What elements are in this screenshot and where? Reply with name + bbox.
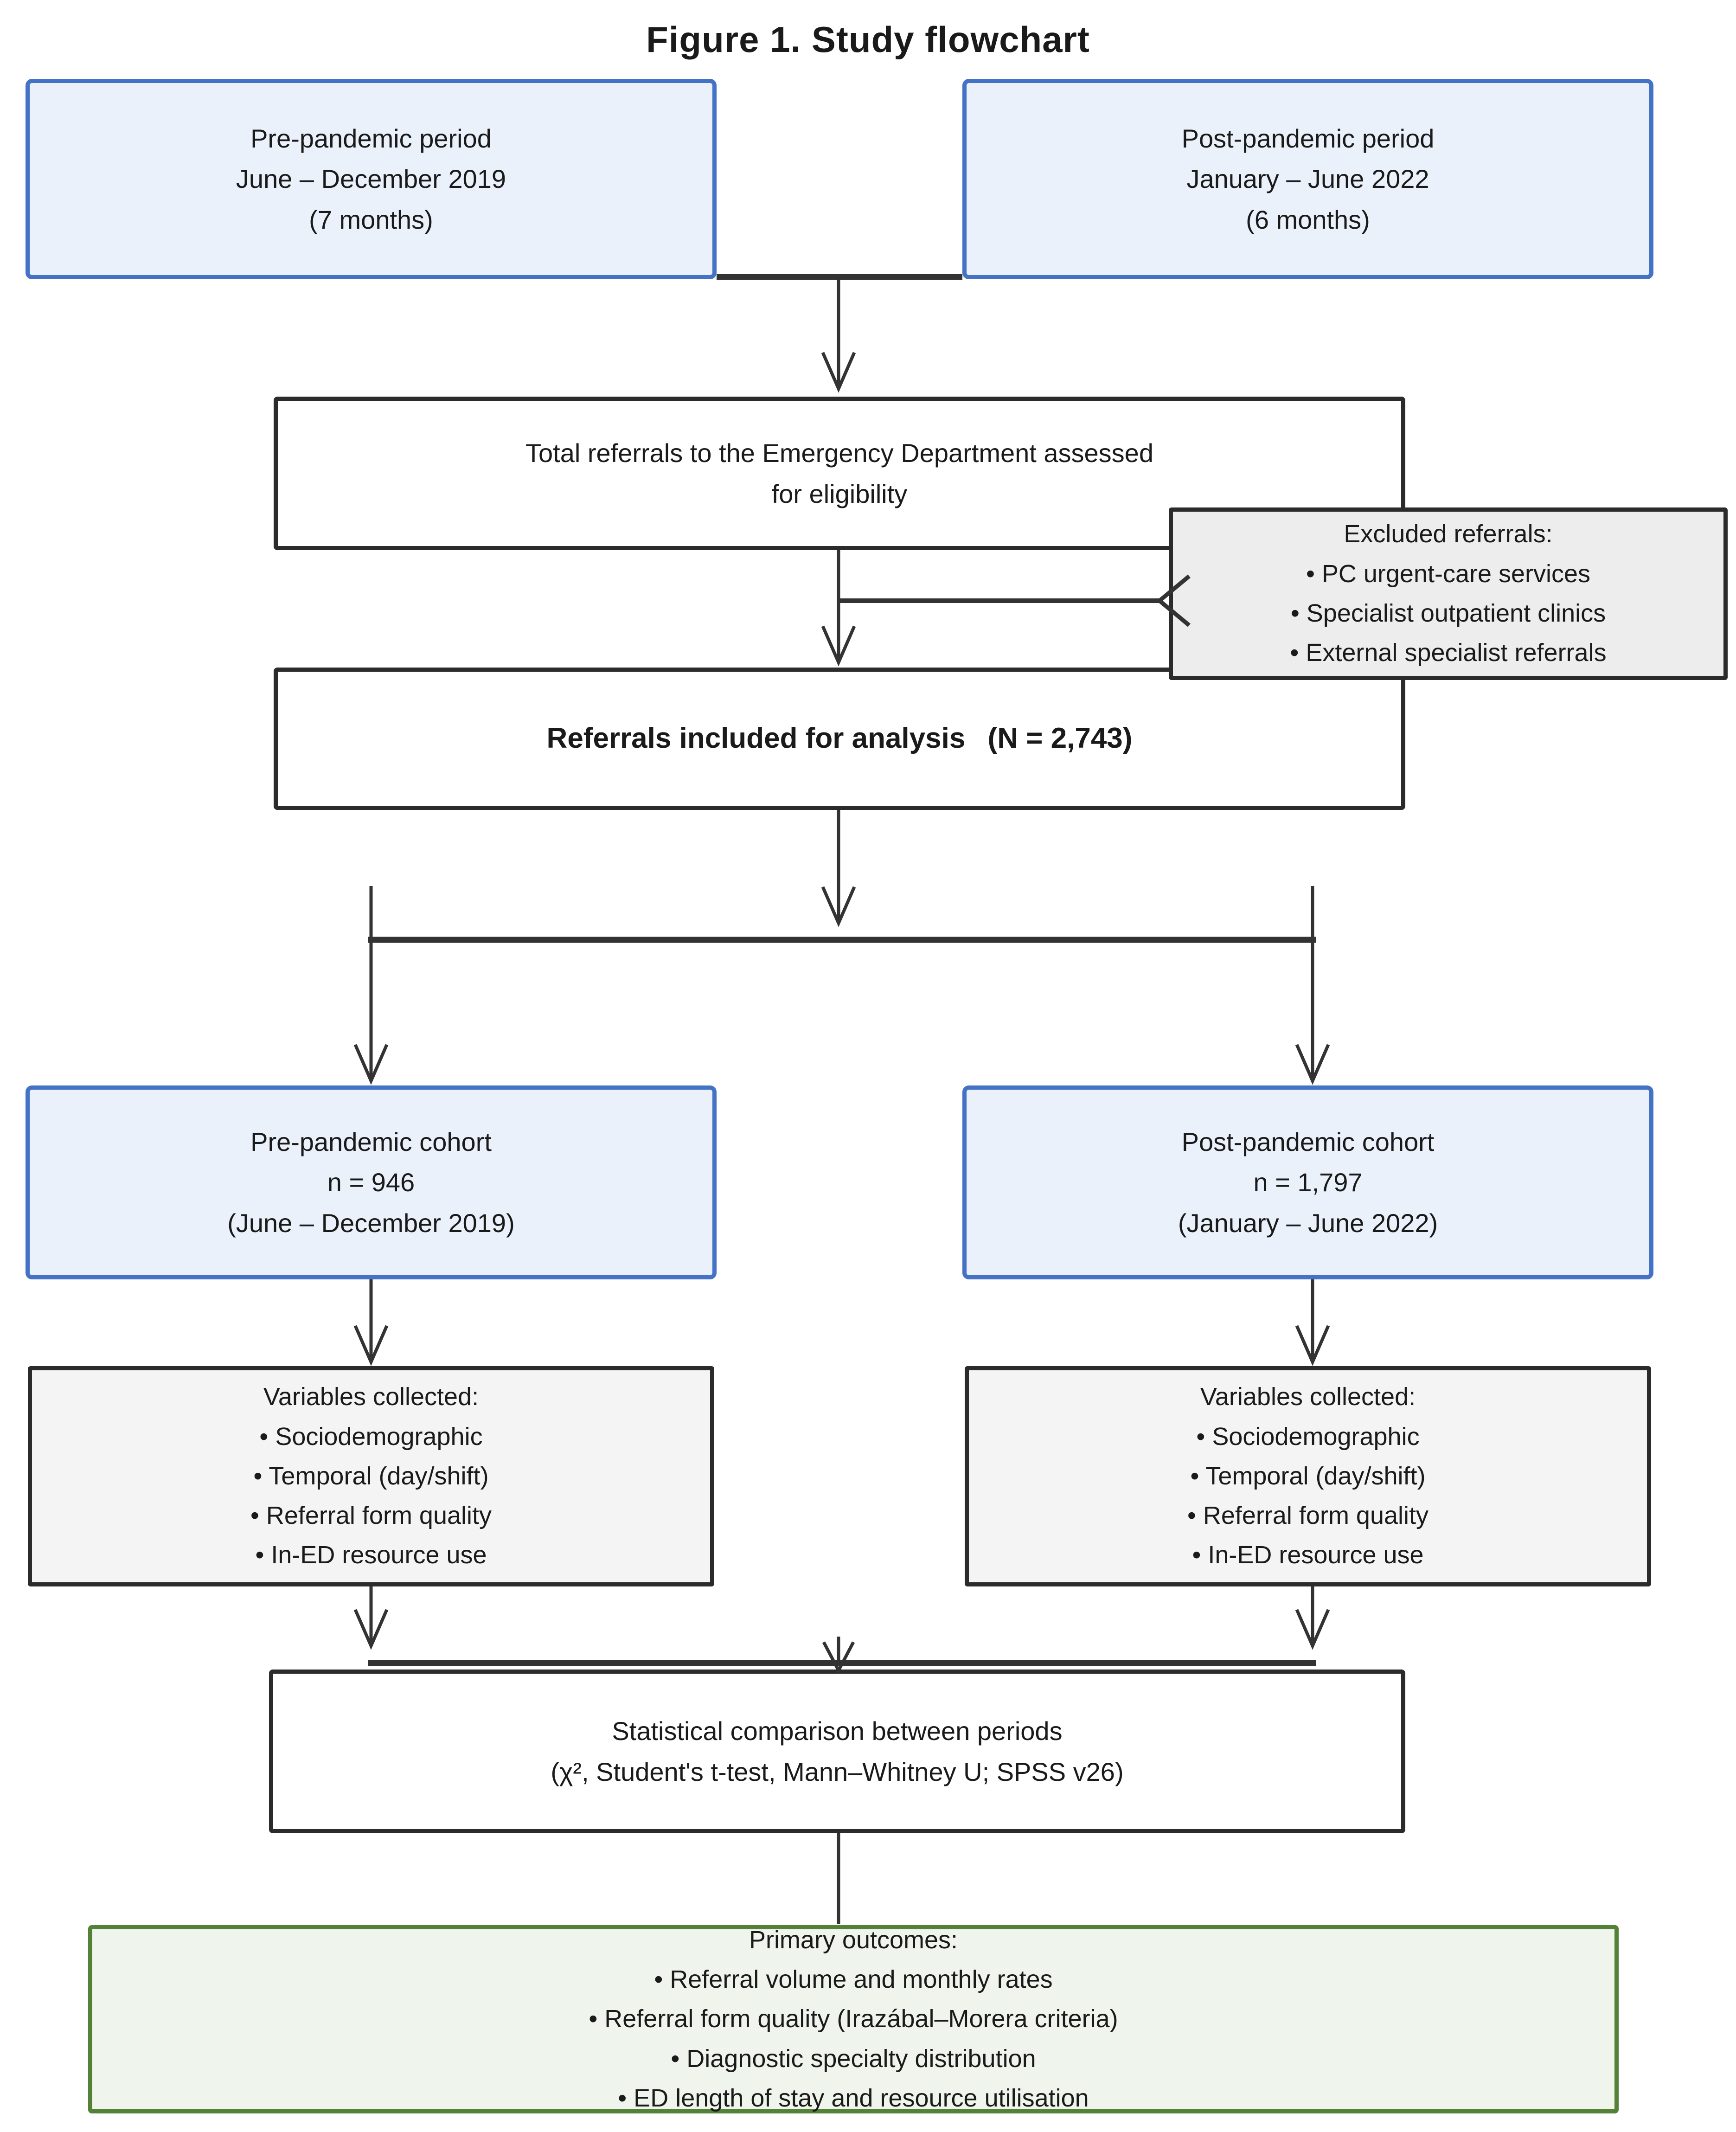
cohort-dates: (January – June 2022) [1178,1208,1438,1238]
period-duration: (6 months) [1246,205,1370,234]
arrowhead-down-icon [821,352,856,393]
total-referrals-line: for eligibility [771,479,908,508]
period-name: Pre-pandemic period [250,123,492,153]
included-referrals-box: Referrals included for analysis (N = 2,7… [274,668,1405,810]
variables-title: Variables collected: [1200,1383,1416,1411]
excluded-item: • Specialist outpatient clinics [1290,599,1606,627]
arrowhead-down-icon [822,1641,855,1674]
total-referrals-box: Total referrals to the Emergency Departm… [274,397,1405,550]
cohort-n: n = 946 [327,1168,415,1197]
variables-item: • Temporal (day/shift) [253,1462,489,1490]
variables-collected-left-box: Variables collected: • Sociodemographic … [28,1366,714,1586]
arrowhead-down-icon [353,1609,389,1650]
excluded-item: • PC urgent-care services [1306,559,1591,588]
excluded-title: Excluded referrals: [1344,520,1553,548]
variables-item: • In-ED resource use [255,1541,487,1569]
variables-title: Variables collected: [263,1383,479,1411]
period-dates: June – December 2019 [236,164,506,194]
cohort-name: Post-pandemic cohort [1181,1127,1435,1156]
excluded-item: • External specialist referrals [1290,639,1607,667]
post-pandemic-cohort-box: Post-pandemic cohort n = 1,797 (January … [962,1085,1653,1279]
period-duration: (7 months) [309,205,433,234]
arrowhead-down-icon [353,1044,389,1085]
variables-item: • In-ED resource use [1192,1541,1424,1569]
cohort-name: Pre-pandemic cohort [250,1127,492,1156]
outcomes-item: • Referral volume and monthly rates [654,1965,1053,1994]
outcomes-item: • Diagnostic specialty distribution [671,2044,1036,2073]
primary-outcomes-box: Primary outcomes: • Referral volume and … [88,1925,1619,2113]
arrowhead-down-icon [1295,1044,1330,1085]
arrowhead-down-icon [821,625,856,667]
arrowhead-down-icon [1295,1325,1330,1366]
figure-title: Figure 1. Study flowchart [646,19,1090,60]
arrowhead-down-icon [353,1325,389,1366]
outcomes-item: • Referral form quality (Irazábal–Morera… [589,2005,1118,2033]
statistics-line: (χ², Student's t-test, Mann–Whitney U; S… [551,1757,1124,1786]
variables-item: • Sociodemographic [259,1422,483,1451]
total-referrals-line: Total referrals to the Emergency Departm… [525,438,1153,468]
statistics-line: Statistical comparison between periods [612,1716,1063,1746]
cohort-dates: (June – December 2019) [227,1208,515,1238]
pre-pandemic-cohort-box: Pre-pandemic cohort n = 946 (June – Dece… [26,1085,717,1279]
statistical-comparison-box: Statistical comparison between periods (… [269,1670,1405,1833]
cohort-n: n = 1,797 [1253,1168,1363,1197]
variables-item: • Sociodemographic [1196,1422,1420,1451]
variables-item: • Temporal (day/shift) [1190,1462,1426,1490]
outcomes-item: • ED length of stay and resource utilisa… [618,2084,1089,2112]
arrowhead-down-icon [1295,1609,1330,1650]
variables-item: • Referral form quality [1187,1502,1429,1530]
included-referrals-text: Referrals included for analysis (N = 2,7… [546,722,1133,755]
variables-collected-right-box: Variables collected: • Sociodemographic … [965,1366,1651,1586]
arrowhead-down-icon [821,886,856,927]
post-pandemic-period-box: Post-pandemic period January – June 2022… [962,79,1653,279]
pre-pandemic-period-box: Pre-pandemic period June – December 2019… [26,79,717,279]
period-name: Post-pandemic period [1181,123,1435,153]
variables-item: • Referral form quality [250,1502,492,1530]
outcomes-title: Primary outcomes: [749,1926,958,1954]
period-dates: January – June 2022 [1186,164,1429,194]
excluded-referrals-box: Excluded referrals: • PC urgent-care ser… [1169,507,1728,680]
